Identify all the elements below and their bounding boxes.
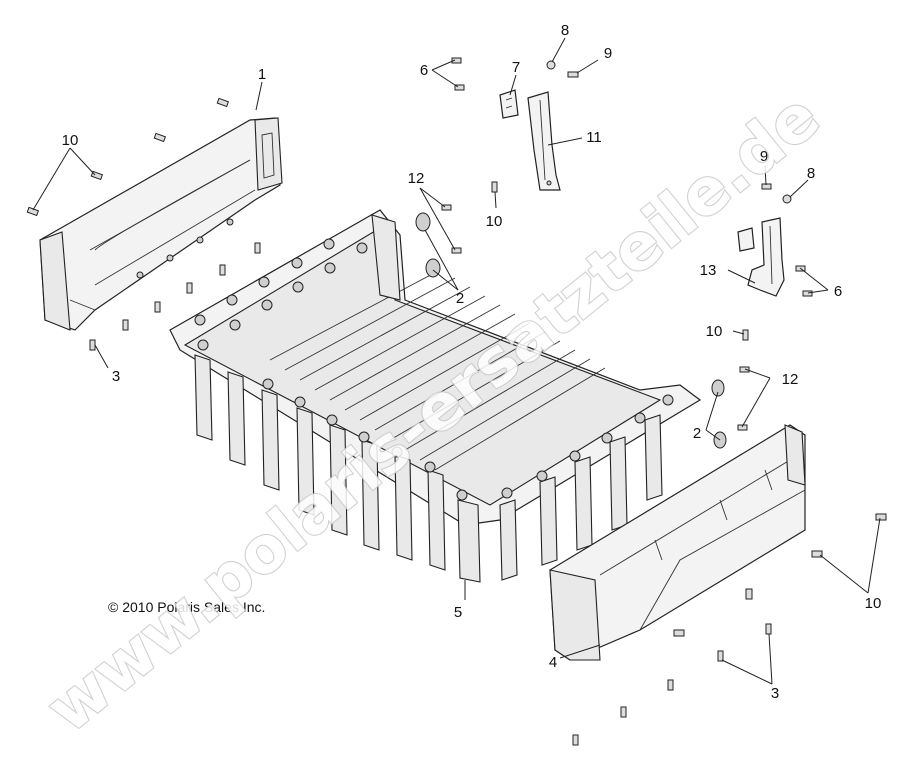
callout-12-top: 12 bbox=[408, 170, 425, 187]
callout-4: 4 bbox=[549, 654, 557, 671]
callout-7: 7 bbox=[512, 59, 520, 76]
callout-6-top: 6 bbox=[420, 62, 428, 79]
callout-9-top: 9 bbox=[604, 45, 612, 62]
part-13-bracket bbox=[747, 217, 785, 297]
callout-2-right: 2 bbox=[693, 425, 701, 442]
callout-2-top: 2 bbox=[456, 290, 464, 307]
leader-lines bbox=[32, 37, 881, 685]
callout-6-right: 6 bbox=[834, 283, 842, 300]
callout-5: 5 bbox=[454, 604, 462, 621]
callout-8-top: 8 bbox=[561, 22, 569, 39]
part-11-bracket bbox=[527, 91, 561, 191]
part-2-spacers bbox=[415, 212, 727, 449]
callout-12-right: 12 bbox=[782, 371, 799, 388]
part-5-cargo-box bbox=[169, 209, 702, 583]
callout-10-left: 10 bbox=[62, 132, 79, 149]
callout-1: 1 bbox=[258, 66, 266, 83]
part-4-rear-panel bbox=[549, 424, 806, 661]
copyright-text: © 2010 Polaris Sales Inc. bbox=[108, 599, 265, 615]
part-7-clip bbox=[499, 89, 519, 119]
callout-3-bottom: 3 bbox=[771, 685, 779, 702]
part-7-clip-right bbox=[737, 227, 755, 252]
callout-9-right: 9 bbox=[760, 148, 768, 165]
callout-10-bottom: 10 bbox=[865, 595, 882, 612]
callout-11: 11 bbox=[586, 129, 602, 146]
callout-8-right: 8 bbox=[807, 165, 815, 182]
callout-10-center: 10 bbox=[486, 213, 503, 230]
part-1-front-panel bbox=[39, 117, 283, 331]
callout-13: 13 bbox=[700, 262, 717, 279]
callout-labels: 1 10 3 6 7 8 9 11 12 10 2 9 8 13 6 10 12… bbox=[62, 22, 882, 702]
callout-10-right: 10 bbox=[706, 323, 723, 340]
callout-3-left: 3 bbox=[112, 368, 120, 385]
